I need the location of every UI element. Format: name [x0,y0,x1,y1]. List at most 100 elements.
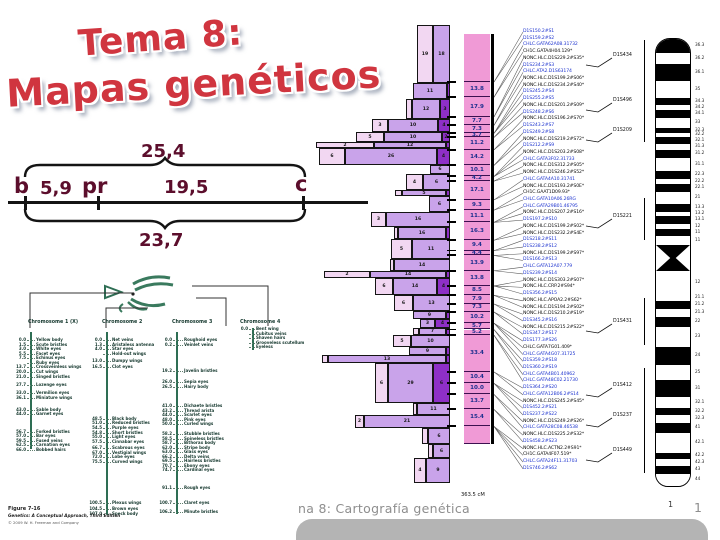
ideogram-band [656,53,690,64]
gene-position: 13.7 [16,364,26,369]
dist-pr-c-label: 19,5 [164,177,209,198]
fan-lines [494,31,524,469]
band-label: 34.2 [695,103,705,109]
histogram-segment [406,99,412,119]
marker-label: D1S746.2#S62 [523,465,557,471]
gene-name: Rough eyes [184,484,211,490]
gene-name: Bobbed hairs [36,446,66,452]
gene-position: 57.5 [92,438,102,444]
gene-position: 54.5 [92,425,102,431]
chromosome-axis [252,328,254,350]
gene-leader [103,432,111,434]
gene-name: Purple eyes [112,425,139,431]
linkage-bar-segment: 10.4 [464,371,490,384]
gene-leader [27,440,35,442]
band-label: 43 [695,466,701,471]
ideogram-band [656,184,690,192]
band-label: 13.1 [695,216,705,221]
ideogram-band [656,179,690,184]
marker-label: NONC.HLC.D1S246.2#S52* [523,170,585,176]
marker-label: D1S359.2#S18 [523,358,557,364]
gene-position: 58.2 [162,431,172,437]
gene-position: 104.5 [89,506,102,512]
histogram-segment [428,444,433,458]
gene-position: 0.2 [164,341,172,347]
histogram-segment: 5 [393,335,411,347]
gene-position: 58.7 [162,440,172,446]
histogram-segment: 12 [412,99,440,119]
histogram-segment: 3 [372,119,388,132]
gene-name: Claret eyes [184,500,210,506]
marker-label: CH1C.GATA4H04.129* [523,49,573,55]
gene-name: Hairy body [184,383,209,389]
marker-label: NONC.HLC.D1S194.2#S02* [523,304,585,310]
chromosome-header: Chromosome 3 [172,320,213,325]
histogram-segment: 7 [419,328,446,335]
gene-position: 33.0 [16,390,26,396]
histogram-row: 14 [390,259,450,271]
interval-tick [447,269,456,272]
interval-tick [447,408,456,411]
gene-leader [103,428,111,430]
marker-label: CHLC.GATA29B01.46795 [523,203,578,209]
ideogram-band [656,397,690,408]
gene-c-label: c [295,172,308,196]
gene-name: Vermilion eyes [36,390,70,396]
gene-name: White eyes [36,346,62,351]
histogram-segment: 5 [402,190,446,196]
histogram-row: 6 [428,444,450,458]
gene-name: Veinlet veins [184,341,214,347]
gene-position: 74.7 [162,467,172,473]
gene-position: 0.0 [240,326,248,331]
gene-position: 63.0 [162,449,172,455]
marker-label: D1S238.2#S12 [523,244,557,250]
marker-label: CH1C.GATA4F07.519* [523,452,572,458]
interval-tick [447,115,456,118]
gene-leader [27,340,35,341]
gene-name: Plexus wings [112,499,142,505]
linkage-bar-segment: 10.1 [464,165,490,177]
gene-leader [249,342,255,344]
histogram-segment: 6 [394,295,413,311]
gene-leader [173,386,183,388]
gene-position: 43.0 [16,406,26,412]
marker-label: NONC.HLC.D1S196.2#S70* [523,116,585,122]
ideogram-band [656,171,690,179]
histogram-segment: 6 [375,278,393,295]
histogram-segment: 6 [430,165,450,174]
gene-leader [173,452,183,454]
marker-label: NONC.HLC.D1S229.2#S35* [523,55,585,61]
map-tick-c [302,196,305,210]
band-label: 34.1 [695,110,705,115]
gene-leader [27,414,35,416]
marker-label: D1S458.2#S23 [523,438,557,444]
gene-position: 3.0 [18,346,26,351]
marker-label: D1S239.2#S14 [523,270,557,276]
gene-leader [103,462,111,464]
gene-leader [173,410,183,412]
histogram-segment: 13 [328,355,446,363]
band-label: 33 [695,119,701,124]
band-label: 22.1 [695,184,705,189]
linkage-bar-segment: 7.3 [464,125,490,134]
gene-name: Dumpy wings [112,358,143,364]
band-label: 32.3 [695,415,705,420]
gene-leader [27,431,35,433]
gene-name: Miniature wings [36,395,73,401]
marker-label: NONC.HLC.D1S199.2#S02* [523,223,585,229]
gene-leader [173,456,183,458]
histogram-row: 6 [429,196,450,212]
gene-leader [173,382,183,384]
gene-leader [173,419,183,421]
gene-position: 27.7 [16,381,26,387]
footer-text: na 8: Cartografía genética [298,501,470,516]
gene-name: Delta veins [184,453,210,459]
histogram-segment: 14 [394,259,450,271]
marker-label: NONC.HLC.D1S199.2#S06* [523,76,585,82]
ideogram-band [656,423,690,433]
band-label: 31 [695,384,701,390]
gene-name: Eyeless [256,344,273,349]
gene-leader [173,371,183,373]
band-label: 35 [695,85,701,91]
slide-title-line1: Tema 8: [76,12,245,65]
